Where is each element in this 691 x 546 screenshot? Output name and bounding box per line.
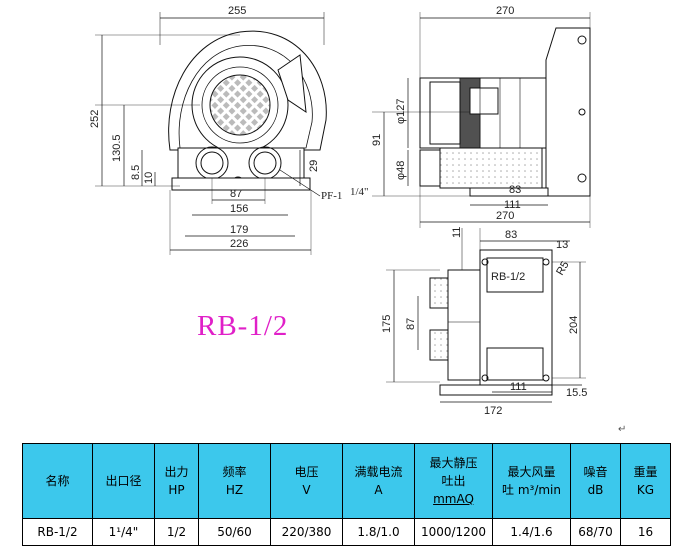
table-row: RB-1/2 1¹/4" 1/2 50/60 220/380 1.8/1.0 1…	[22, 518, 671, 546]
dim-phi48: φ48	[395, 161, 407, 180]
cell-airflow: 1.4/1.6	[492, 518, 571, 546]
front-view-dims: 255 252 130.5 8.5 10 29 87 156 179 226 P…	[89, 5, 369, 250]
dim-side-111: 111	[504, 199, 521, 211]
model-title: RB-1/2	[197, 310, 289, 342]
dim-179: 179	[230, 224, 248, 236]
header-airflow: 最大风量吐 m³/min	[492, 443, 571, 519]
return-mark: ↵	[618, 424, 627, 435]
plate-label: RB-1/2	[491, 271, 525, 283]
cell-current: 1.8/1.0	[342, 518, 415, 546]
dim-side-270-bottom: 270	[496, 210, 514, 222]
dim-10: 10	[143, 172, 155, 184]
dim-8-5: 8.5	[130, 165, 142, 180]
dim-156: 156	[230, 203, 248, 215]
port-fraction: 1/4"	[350, 186, 369, 198]
header-outlet: 出口径	[92, 443, 155, 519]
technical-drawing: 255 252 130.5 8.5 10 29 87 156 179 226 P…	[89, 5, 591, 417]
dim-91: 91	[371, 134, 383, 146]
dim-11: 11	[451, 227, 463, 238]
side-view-dims: 270 φ127 91 φ48 83 111 270	[371, 5, 521, 222]
front-view	[95, 12, 327, 255]
cell-noise: 68/70	[570, 518, 621, 546]
cell-pressure: 1000/1200	[414, 518, 493, 546]
cell-name: RB-1/2	[22, 518, 93, 546]
dim-252: 252	[89, 110, 101, 128]
side-view	[372, 12, 591, 228]
dim-130-5: 130.5	[111, 134, 123, 162]
bottom-view-dims: 11 83 13 R5 RB-1/2 175 87 204 111 15.5 1…	[381, 227, 587, 417]
cell-power: 1/2	[154, 518, 199, 546]
dim-side-83: 83	[509, 184, 521, 196]
dim-15-5: 15.5	[566, 387, 587, 399]
dim-13: 13	[556, 239, 568, 251]
cell-frequency: 50/60	[198, 518, 271, 546]
dim-29: 29	[308, 160, 320, 172]
cell-outlet: 1¹/4"	[92, 518, 155, 546]
dim-87: 87	[230, 188, 242, 200]
bottom-view	[386, 228, 586, 403]
dim-172: 172	[484, 405, 502, 417]
header-name: 名称	[22, 443, 93, 519]
dim-204: 204	[568, 316, 580, 334]
cell-weight: 16	[620, 518, 671, 546]
dim-bottom-87: 87	[405, 318, 417, 330]
cell-voltage: 220/380	[270, 518, 343, 546]
dim-175: 175	[381, 315, 393, 333]
dim-bottom-83: 83	[505, 229, 517, 241]
port-label: PF-1	[321, 190, 342, 202]
dim-phi127: φ127	[395, 99, 407, 125]
dim-bottom-111: 111	[510, 381, 527, 393]
dim-255: 255	[228, 5, 246, 17]
dim-side-270: 270	[496, 5, 514, 17]
dim-226: 226	[230, 238, 248, 250]
